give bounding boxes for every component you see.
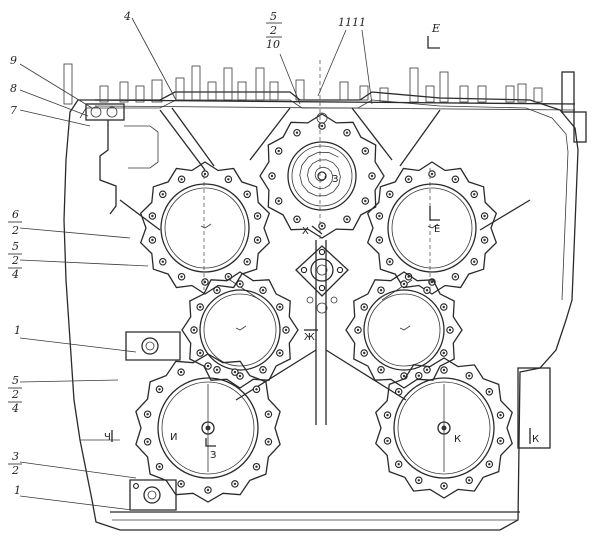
section-mark-X: Х [302,226,309,237]
callout-5-top-mid: 2 [269,24,277,37]
callout-6-num: 6 [12,208,19,221]
section-mark-Z: З [210,450,216,461]
section-mark-Z-center: З [332,174,338,185]
callout-5-mid-den: 4 [11,268,19,281]
left-brackets [125,331,181,511]
leader-lines [19,17,373,511]
callout-1-b: 1 [14,484,21,497]
top-studs [63,63,543,105]
section-arrows [111,36,531,447]
internal-ribs [119,107,531,425]
section-mark-K-right: К [454,434,461,445]
center-cap [295,245,349,314]
bore-lower-left [135,353,281,503]
bore-mid-left [181,271,299,389]
callout-7: 7 [10,104,17,117]
callout-5-low-mid: 2 [11,388,19,401]
bore-upper-left [139,161,271,295]
section-mark-E-top: E [431,22,440,35]
callout-4: 4 [123,10,131,23]
left-fitting [85,103,159,215]
section-mark-I: И [170,432,177,443]
callout-1-a: 1 [14,324,21,337]
bore-top-center [259,112,385,239]
bore-lower-right [375,357,513,499]
section-mark-Ch: Ч [104,432,111,443]
center-lines [203,60,431,290]
callout-8: 8 [10,82,17,95]
callout-3-den: 2 [11,464,19,477]
callout-5-top-den: 10 [266,38,280,51]
bore-flanges [135,112,513,503]
callout-5-mid-num: 5 [12,240,19,253]
section-mark-K-edge: К [532,434,539,445]
section-mark-Zh: Ж [304,332,315,343]
callout-11-a: 11 [338,16,352,29]
bore-upper-right [366,161,498,295]
callout-11-b: 11 [352,16,366,29]
section-marks: E Х Ж З К К И З Ч [104,174,539,461]
callout-5-mid-mid: 2 [11,254,19,267]
callout-5-top-num: 5 [270,10,277,23]
housing-outline [63,71,587,531]
callout-6-den: 2 [11,224,19,237]
callout-5-low-den: 4 [11,402,19,415]
bore-mid-right [345,271,463,389]
callout-3-num: 3 [12,450,19,463]
callout-labels: 4 5 2 10 11 11 E 9 8 7 6 2 5 2 4 1 5 2 4… [8,10,440,497]
callout-5-low-num: 5 [12,374,19,387]
callout-9: 9 [10,54,17,67]
section-mark-E-right: E [434,224,440,235]
